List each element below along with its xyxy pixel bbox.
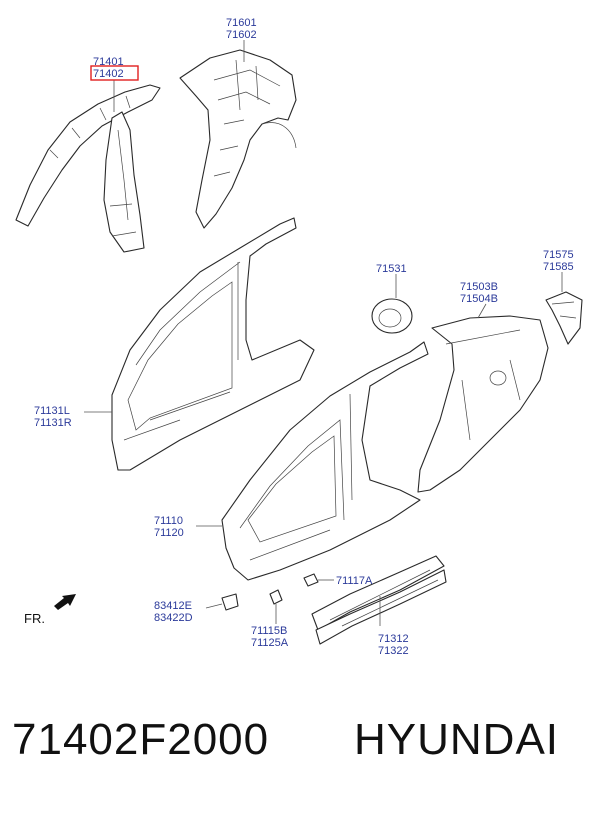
brand-name: HYUNDAI [354, 715, 560, 764]
callout-71585: 71585 [543, 261, 574, 273]
callout-71575: 71575 [543, 249, 574, 261]
bracket-part [545, 291, 583, 345]
callout-71531: 71531 [376, 263, 407, 275]
quarter-inner-part [179, 49, 297, 229]
callout-71115B: 71115B [251, 625, 287, 637]
callout-71131L: 71131L [34, 405, 70, 417]
leader-lines [84, 40, 563, 626]
front-direction-indicator: FR. [24, 594, 76, 626]
highlight-box [90, 65, 139, 81]
footer: 71402F2000 HYUNDAI [0, 715, 600, 785]
small-bracket-part [221, 593, 239, 611]
clip-part [303, 573, 319, 587]
callout-71120: 71120 [154, 527, 184, 539]
callout-83412E: 83412E [154, 600, 192, 612]
callout-labels: 71601 71602 71401 71402 71531 71575 7158… [34, 17, 574, 657]
callout-71117A: 71117A [336, 575, 373, 587]
callout-71601: 71601 [226, 17, 257, 29]
side-outer-upper-part [111, 217, 315, 471]
callout-71401: 71401 [93, 56, 124, 68]
front-label: FR. [24, 611, 45, 626]
roof-rail-part [15, 84, 161, 253]
callout-71503B: 71503B [460, 281, 498, 293]
callout-71602: 71602 [226, 29, 257, 41]
quarter-outer-part [417, 315, 549, 493]
clip-b-part [269, 589, 283, 605]
callout-71131R: 71131R [34, 417, 72, 429]
callout-71322: 71322 [378, 645, 409, 657]
callout-71125A: 71125A [251, 637, 289, 649]
parts-diagram: 71601 71602 71401 71402 71531 71575 7158… [15, 17, 583, 657]
callout-71402: 71402 [93, 68, 124, 80]
callout-71504B: 71504B [460, 293, 498, 305]
main-side-panel-part [221, 341, 429, 581]
callout-83422D: 83422D [154, 612, 193, 624]
callout-71312: 71312 [378, 633, 409, 645]
front-arrow-icon [54, 594, 76, 610]
callout-71110: 71110 [154, 515, 183, 527]
part-number: 71402F2000 [12, 715, 270, 764]
side-sill-part [311, 555, 447, 645]
fuel-door-part [371, 298, 413, 334]
